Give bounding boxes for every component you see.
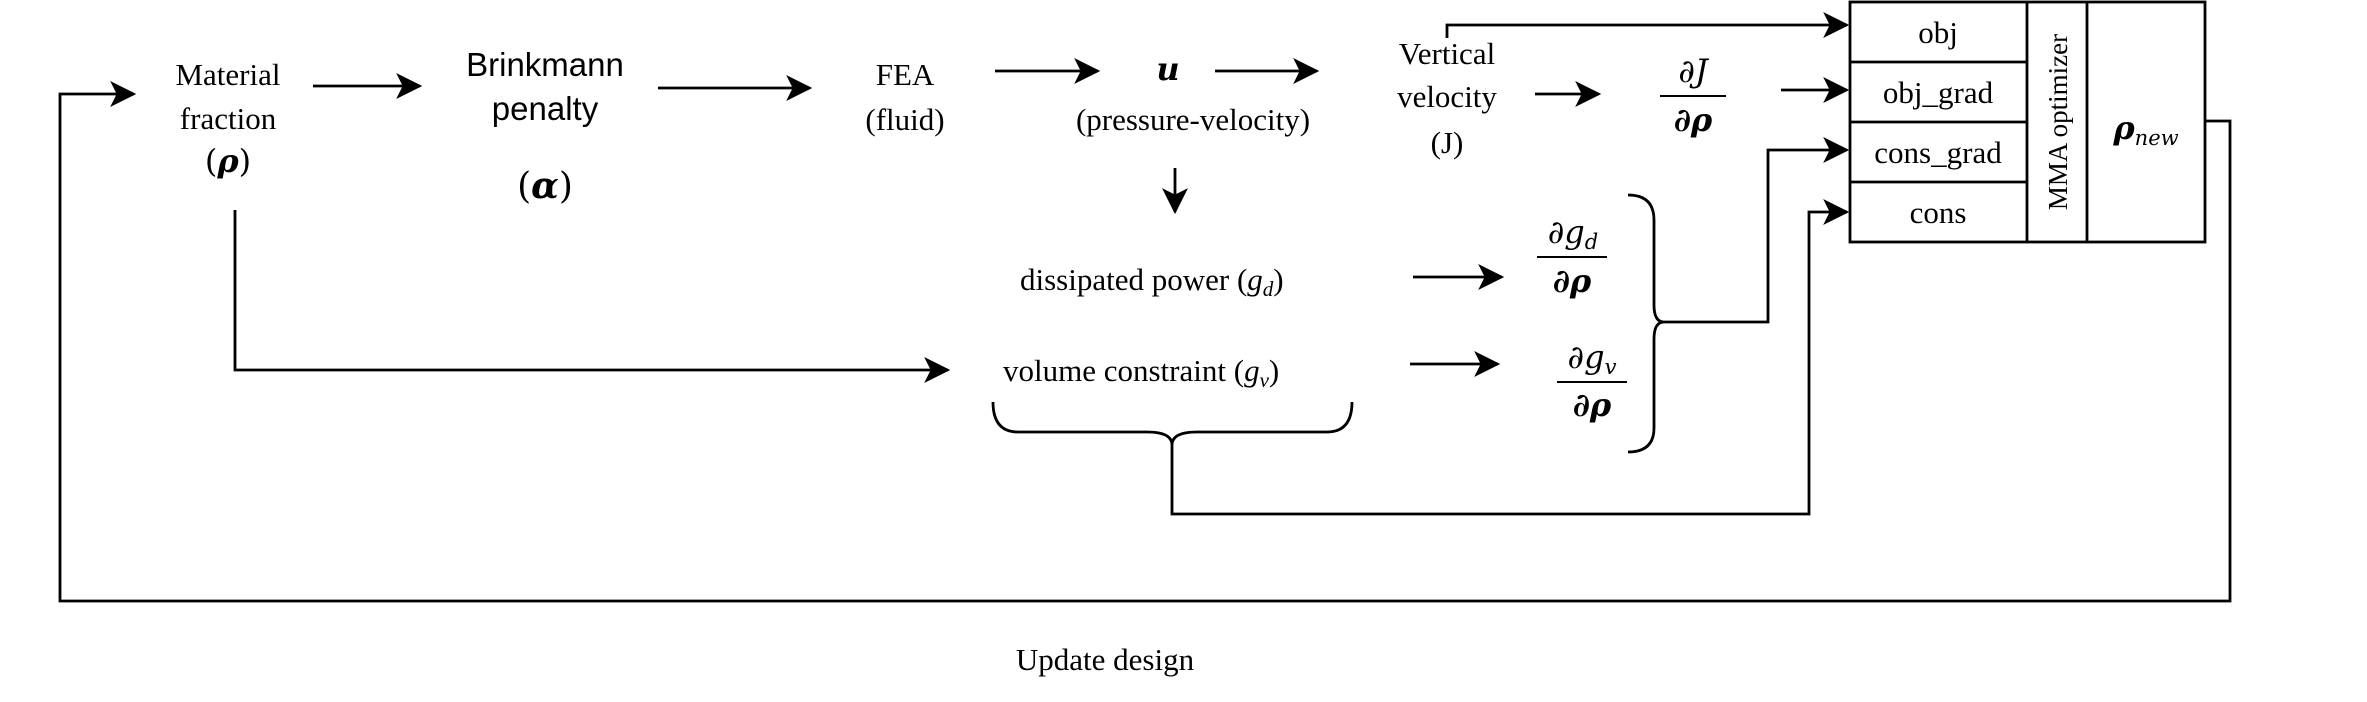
dgd-drho-fraction: ∂gd ∂ρ bbox=[1537, 213, 1607, 300]
brinkmann-line2: penalty bbox=[492, 90, 599, 127]
brinkmann-penalty-node: Brinkmann penalty (α) bbox=[466, 46, 624, 207]
optimizer-input-obj-grad: obj_grad bbox=[1883, 75, 1994, 110]
dgd-numerator: ∂gd bbox=[1548, 213, 1598, 254]
dJ-denominator: ∂ρ bbox=[1674, 101, 1713, 139]
material-fraction-symbol: (ρ) bbox=[205, 142, 251, 180]
material-fraction-line1: Material bbox=[175, 57, 280, 92]
arrow-gradients-to-cons-grad bbox=[1664, 137, 1850, 324]
material-fraction-line2: fraction bbox=[180, 101, 277, 136]
vertical-velocity-node: Vertical velocity (J) bbox=[1397, 36, 1497, 160]
volume-constraint-node: volume constraint (gv) bbox=[1003, 353, 1279, 392]
arrow-brace-to-cons bbox=[1170, 199, 1850, 516]
dissipated-power-label: dissipated power (gd) bbox=[1020, 262, 1284, 301]
vertical-velocity-line1: Vertical bbox=[1399, 36, 1495, 71]
u-symbol: u bbox=[1156, 50, 1179, 88]
u-node: u (pressure-velocity) bbox=[1076, 50, 1310, 137]
vertical-velocity-line3: (J) bbox=[1431, 125, 1464, 160]
fea-line2: (fluid) bbox=[865, 102, 944, 137]
arrow-vertical-velocity-to-obj bbox=[1445, 12, 1850, 38]
mma-optimizer-block: obj obj_grad cons_grad cons MMA optimize… bbox=[1848, 0, 2207, 244]
dgv-numerator: ∂gv bbox=[1568, 338, 1617, 379]
brinkmann-line1: Brinkmann bbox=[466, 46, 624, 83]
u-caption: (pressure-velocity) bbox=[1076, 102, 1310, 137]
dissipated-power-node: dissipated power (gd) bbox=[1020, 262, 1284, 301]
optimizer-label: MMA optimizer bbox=[2043, 34, 2073, 210]
dgd-denominator: ∂ρ bbox=[1553, 262, 1592, 300]
optimizer-input-obj: obj bbox=[1918, 15, 1958, 50]
dJ-drho-fraction: ∂J ∂ρ bbox=[1660, 52, 1726, 139]
material-fraction-node: Material fraction (ρ) bbox=[175, 57, 280, 180]
fea-node: FEA (fluid) bbox=[865, 57, 944, 137]
update-design-label: Update design bbox=[1016, 642, 1195, 677]
dgv-drho-fraction: ∂gv ∂ρ bbox=[1557, 338, 1627, 424]
brinkmann-symbol: (α) bbox=[517, 165, 573, 207]
vertical-velocity-line2: velocity bbox=[1397, 79, 1497, 114]
optimizer-input-cons: cons bbox=[1910, 195, 1967, 230]
volume-constraint-label: volume constraint (gv) bbox=[1003, 353, 1279, 392]
arrow-material-to-volume-constraint bbox=[233, 210, 951, 383]
optimizer-input-cons-grad: cons_grad bbox=[1874, 135, 2002, 170]
fea-line1: FEA bbox=[876, 57, 935, 92]
feedback-loop-arrow bbox=[58, 81, 2232, 603]
alpha-symbol: α bbox=[531, 165, 559, 207]
gradients-brace bbox=[1627, 193, 1665, 454]
dgv-denominator: ∂ρ bbox=[1573, 386, 1612, 424]
volume-constraint-brace bbox=[991, 401, 1354, 446]
rho-symbol: ρ bbox=[216, 142, 239, 180]
dJ-numerator: ∂J bbox=[1678, 52, 1710, 90]
rho-new-output: ρnew bbox=[2112, 109, 2178, 150]
